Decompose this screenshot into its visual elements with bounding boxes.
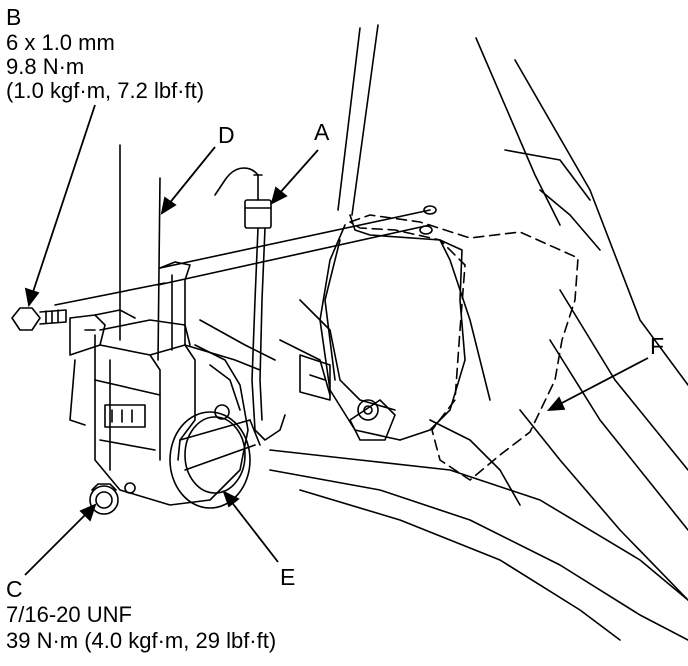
- leader-a: [270, 149, 319, 205]
- actuator-rods: [54, 205, 437, 306]
- bolt-b: [11, 307, 67, 331]
- spec-b-torque: 9.8 N·m: [6, 54, 85, 79]
- motor-e: [169, 411, 261, 509]
- spec-b-torque-alt: (1.0 kgf·m, 7.2 lbf·ft): [6, 78, 205, 103]
- callout-f: F: [650, 333, 665, 359]
- bolt-c: [89, 482, 136, 515]
- leader-f: [546, 357, 649, 412]
- spec-c-torque: 39 N·m (4.0 kgf·m, 29 lbf·ft): [6, 628, 277, 653]
- spec-c-size: 7/16-20 UNF: [6, 602, 132, 627]
- inner-panel: [279, 224, 401, 441]
- leader-d: [160, 146, 216, 215]
- part-f-dashed-outline: [349, 214, 579, 481]
- leader-e: [222, 490, 279, 563]
- leader-b: [24, 104, 96, 308]
- door-frame: [269, 24, 688, 641]
- callout-a: A: [314, 119, 330, 145]
- lock-actuator: [69, 144, 276, 506]
- leader-d-arc: [214, 167, 259, 196]
- spec-b-size: 6 x 1.0 mm: [6, 30, 115, 55]
- connector-a-cable: [244, 174, 286, 441]
- callout-e: E: [280, 564, 296, 590]
- callout-b: B: [6, 4, 22, 30]
- callout-c: C: [6, 576, 23, 602]
- leader-c: [24, 503, 97, 576]
- callout-d: D: [218, 122, 235, 148]
